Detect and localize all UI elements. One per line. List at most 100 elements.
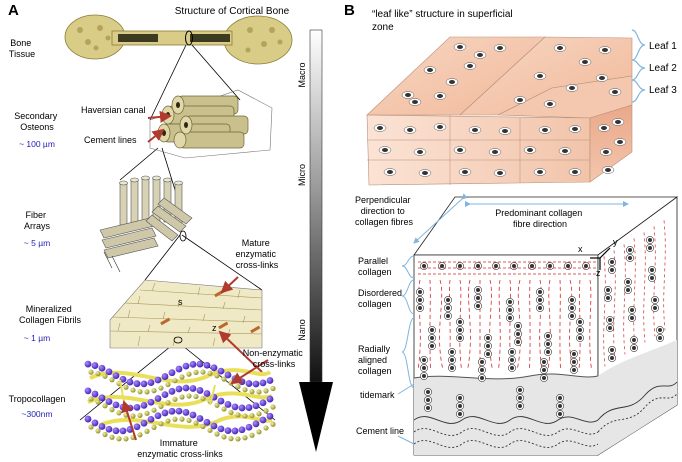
chondrocyte-nucleus bbox=[516, 324, 520, 328]
bone-illustration bbox=[64, 14, 293, 65]
chondrocyte-nucleus bbox=[516, 332, 520, 336]
leaf-2-label: Leaf 2 bbox=[649, 63, 677, 74]
level-tropocollagen: Tropocollagen bbox=[9, 394, 66, 404]
chondrocyte-nucleus bbox=[603, 150, 609, 154]
chondrocyte-nucleus bbox=[546, 350, 550, 354]
collagen-fibre-dash bbox=[467, 279, 471, 371]
collagen-bead-yellow bbox=[270, 421, 276, 427]
chondrocyte-nucleus bbox=[418, 298, 422, 302]
collagen-bead-yellow bbox=[144, 428, 150, 434]
chondrocyte-nucleus bbox=[542, 360, 546, 364]
chondrocyte-nucleus bbox=[510, 350, 514, 354]
chondrocyte-nucleus bbox=[538, 306, 542, 310]
chondrocyte-nucleus bbox=[417, 150, 423, 154]
chondrocyte-nucleus bbox=[512, 264, 516, 268]
chondrocyte-nucleus bbox=[569, 86, 575, 90]
collagen-fibre-dash bbox=[459, 279, 462, 371]
chondrocyte-nucleus bbox=[547, 102, 553, 106]
collagen-bead-yellow bbox=[109, 377, 115, 383]
collagen-bead-purple bbox=[252, 402, 260, 410]
chondrocyte-nucleus bbox=[458, 264, 462, 268]
chondrocyte-nucleus bbox=[548, 264, 552, 268]
collagen-bead-purple bbox=[91, 362, 99, 369]
collagen-bead-yellow bbox=[151, 388, 157, 394]
collagen-bead-purple bbox=[252, 380, 260, 388]
fiber-arrays-illustration bbox=[99, 175, 193, 273]
predominant-label: Predominant collagen fibre direction bbox=[495, 208, 585, 229]
collagen-bead-purple bbox=[112, 372, 120, 380]
chondrocyte-nucleus bbox=[458, 396, 462, 400]
chondrocyte-nucleus bbox=[615, 120, 621, 124]
collagen-bead-purple bbox=[182, 384, 190, 392]
collagen-bead-purple bbox=[98, 423, 106, 430]
panel-a: A Structure of Cortical Bone Macro Micro… bbox=[8, 2, 333, 459]
collagen-bead-yellow bbox=[200, 395, 206, 402]
collagen-bead-yellow bbox=[235, 436, 241, 442]
chondrocyte-nucleus bbox=[430, 336, 434, 340]
size-fiber-arrays: ~ 5 µm bbox=[24, 238, 50, 248]
collagen-bead-purple bbox=[182, 409, 190, 416]
collagen-bead-purple bbox=[126, 378, 134, 386]
chondrocyte-nucleus bbox=[422, 366, 426, 370]
chondrocyte-nucleus bbox=[387, 170, 393, 174]
collagen-bead-yellow bbox=[193, 420, 199, 426]
chondrocyte-nucleus bbox=[582, 60, 588, 64]
chondrocyte-nucleus bbox=[537, 74, 543, 78]
collagen-bead-purple bbox=[140, 401, 148, 409]
collagen-bead-purple bbox=[266, 377, 274, 384]
collagen-bead-purple bbox=[196, 415, 204, 422]
collagen-bead-purple bbox=[245, 404, 253, 411]
chondrocyte-nucleus bbox=[653, 298, 657, 302]
chondrocyte-nucleus bbox=[422, 374, 426, 378]
collagen-fibre-dash bbox=[578, 279, 581, 371]
chondrocyte-nucleus bbox=[546, 342, 550, 346]
collagen-bead-yellow bbox=[242, 435, 248, 441]
chondrocyte-nucleus bbox=[527, 148, 533, 152]
collagen-bead-purple bbox=[168, 369, 176, 377]
chondrocyte-nucleus bbox=[572, 170, 578, 174]
collagen-bead-yellow bbox=[172, 378, 178, 384]
chondrocyte-nucleus bbox=[608, 318, 612, 322]
scale-micro: Micro bbox=[297, 164, 307, 186]
chondrocyte-nucleus bbox=[605, 168, 611, 172]
collagen-bead-yellow bbox=[242, 413, 248, 419]
chondrocyte-nucleus bbox=[446, 298, 450, 302]
chondrocyte-nucleus bbox=[418, 306, 422, 310]
chondrocyte-nucleus bbox=[557, 46, 563, 50]
collagen-bead-purple bbox=[259, 399, 267, 407]
collagen-bead-yellow bbox=[151, 424, 157, 430]
collagen-bead-yellow bbox=[137, 412, 143, 418]
collagen-bead-purple bbox=[203, 390, 211, 397]
chondrocyte-nucleus bbox=[449, 80, 455, 84]
collagen-bead-yellow bbox=[116, 410, 122, 416]
collagen-bead-purple bbox=[245, 380, 253, 387]
perpendicular-arrow bbox=[413, 193, 468, 244]
collagen-bead-yellow bbox=[270, 385, 276, 392]
axis-x: x bbox=[578, 244, 583, 254]
collagen-bead-purple bbox=[210, 364, 218, 372]
collagen-bead-yellow bbox=[235, 412, 241, 418]
chondrocyte-nucleus bbox=[486, 336, 490, 340]
collagen-bead-yellow bbox=[228, 436, 234, 442]
chondrocyte-nucleus bbox=[412, 100, 418, 104]
collagen-bead-yellow bbox=[158, 385, 164, 391]
collagen-bead-yellow bbox=[179, 394, 185, 400]
scale-macro: Macro bbox=[297, 62, 307, 87]
chondrocyte-nucleus bbox=[422, 171, 428, 175]
chondrocyte-nucleus bbox=[422, 264, 426, 268]
collagen-bead-purple bbox=[196, 387, 204, 394]
collagen-bead-purple bbox=[259, 416, 267, 424]
collagen-bead-yellow bbox=[207, 427, 213, 433]
collagen-fibre-dash bbox=[417, 279, 421, 371]
collagen-bead-yellow bbox=[193, 369, 199, 375]
collagen-bead-yellow bbox=[200, 423, 206, 430]
collagen-bead-purple bbox=[203, 361, 211, 369]
chondrocyte-nucleus bbox=[508, 300, 512, 304]
chondrocyte-nucleus bbox=[628, 256, 632, 260]
chondrocyte-nucleus bbox=[562, 149, 568, 153]
chondrocyte-nucleus bbox=[422, 358, 426, 362]
chondrocyte-nucleus bbox=[486, 352, 490, 356]
leaf-3-label: Leaf 3 bbox=[649, 85, 677, 96]
collagen-bead-yellow bbox=[158, 403, 164, 410]
chondrocyte-nucleus bbox=[538, 298, 542, 302]
